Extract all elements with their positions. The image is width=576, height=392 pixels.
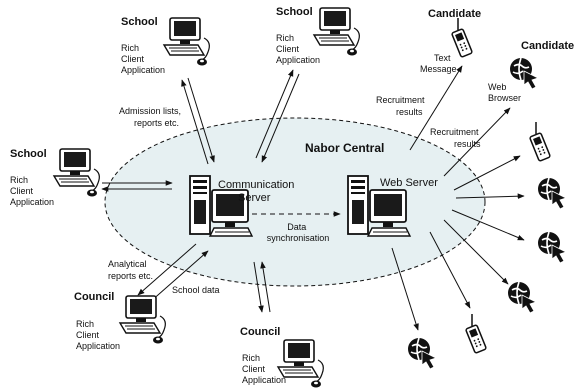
web-to-candidate-web [443, 107, 511, 177]
output-globe-icon [407, 337, 437, 370]
school-tl-to-comm [187, 77, 215, 163]
school-tm-to-comm [261, 73, 300, 163]
output-phone-icon [528, 121, 552, 163]
council-bl-title: Council [74, 291, 114, 303]
candidate-web-title: Candidate [521, 40, 574, 52]
council-bl-to-comm [149, 250, 209, 303]
connectors [101, 65, 525, 331]
council-bl-pc-icon [119, 295, 167, 345]
web-browser-label: Web Browser [488, 82, 521, 103]
comm-to-council-bm [253, 261, 264, 313]
communication-server-label: Communication Server [218, 179, 297, 204]
school-tl-app-label: Rich Client Application [121, 43, 165, 75]
comm-to-school-tl [181, 79, 209, 165]
council-bl-app-label: Rich Client Application [76, 319, 120, 351]
school-tl-pc-icon [163, 17, 211, 67]
web-to-out-4 [443, 219, 509, 285]
output-globe-icon [537, 177, 567, 210]
web-to-out-6 [391, 247, 419, 331]
web-to-out-2 [455, 193, 525, 199]
school-data-label: School data [172, 285, 220, 295]
candidate-phone-icon [450, 17, 474, 59]
web-server-label: Web Server [380, 177, 438, 189]
data-sync-label: Data synchronisation [267, 222, 330, 243]
school-tm-app-label: Rich Client Application [276, 33, 320, 65]
admission-label: Admission lists, reports etc. [119, 106, 184, 128]
output-phone-icon [464, 313, 488, 355]
school-l-pc-icon [53, 148, 101, 198]
comm-to-school-tm [255, 69, 294, 159]
school-tl-title: School [121, 16, 158, 28]
school-l-app-label: Rich Client Application [10, 175, 54, 207]
school-tm-pc-icon [313, 7, 361, 57]
output-globe-icon [507, 281, 537, 314]
school-tm-title: School [276, 6, 313, 18]
output-globe-icon [537, 231, 567, 264]
web-to-candidate-phone [409, 65, 463, 151]
council-bm-title: Council [240, 326, 280, 338]
candidate-web-globe-icon [509, 57, 539, 90]
council-bm-app-label: Rich Client Application [242, 353, 286, 385]
text-message-label: Text Message [420, 53, 457, 74]
web-to-out-5 [429, 231, 471, 309]
recruitment-label-2: Recruitment results [430, 127, 481, 149]
school-l-title: School [10, 148, 47, 160]
candidate-phone-title: Candidate [428, 8, 481, 20]
comm-to-council-bl [137, 243, 197, 296]
recruitment-label-1: Recruitment results [376, 95, 427, 117]
analytical-label: Analytical reports etc. [108, 259, 153, 281]
web-to-out-1 [453, 155, 521, 191]
nabor-central-title: Nabor Central [305, 141, 384, 155]
web-to-out-3 [451, 209, 525, 241]
nabor-central-region [104, 117, 486, 287]
council-bm-to-comm [260, 261, 271, 313]
